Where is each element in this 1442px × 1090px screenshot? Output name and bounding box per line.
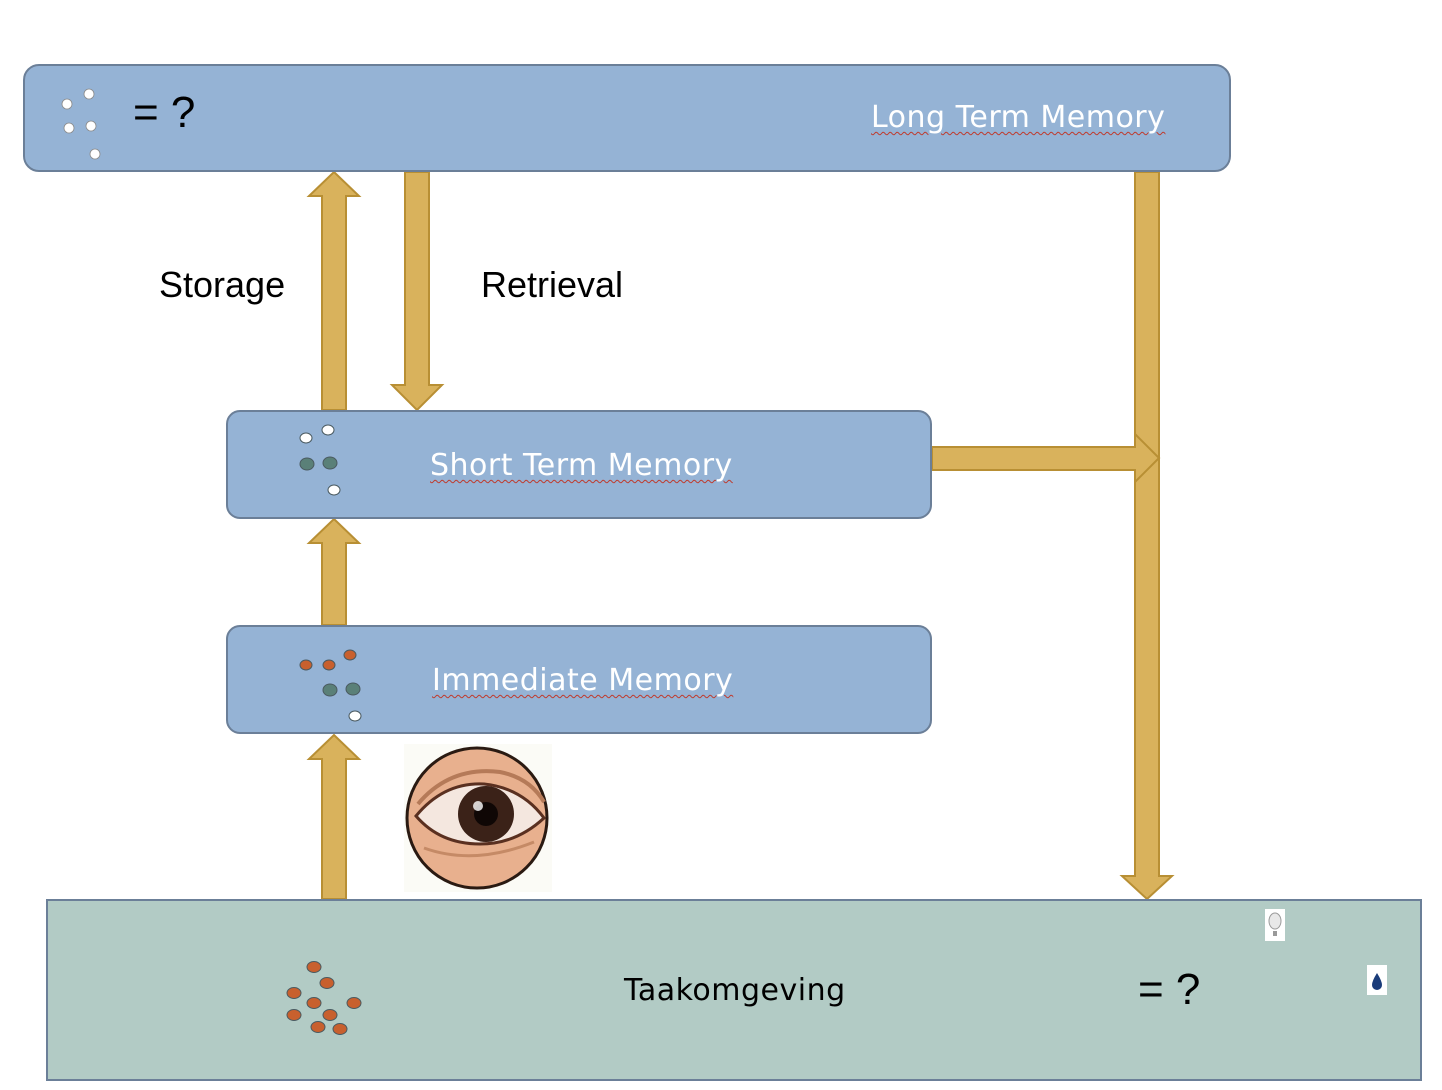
environment-equals-question: = ? [1138,965,1201,1014]
retrieval-arrow [389,171,445,412]
environment-to-immediate-arrow [306,733,362,900]
dot-cluster-icon [286,961,362,1035]
immediate-memory-box: Immediate Memory [226,625,932,734]
ink-drop-icon [1367,965,1387,995]
storage-arrow [306,170,362,411]
immediate-memory-label: Immediate Memory [432,663,734,698]
long-term-equals-question: = ? [133,88,196,137]
long-term-memory-box: = ? Long Term Memory [23,64,1231,172]
immediate-to-short-arrow [306,517,362,626]
long-term-memory-label: Long Term Memory [871,100,1166,135]
eye-icon [404,744,552,892]
dot-cluster-icon [299,649,362,722]
short-term-memory-label: Short Term Memory [430,448,733,483]
star-cluster-icon [61,88,101,160]
short-term-memory-box: Short Term Memory [226,410,932,519]
dot-cluster-icon [299,424,341,496]
retrieval-label: Retrieval [481,264,624,305]
storage-label: Storage [159,264,286,305]
light-bulb-icon [1265,909,1285,941]
short-term-to-right-arrow [931,431,1161,485]
task-environment-box: Taakomgeving = ? [46,899,1422,1081]
long-term-to-environment-arrow [1119,171,1175,901]
task-environment-label: Taakomgeving [624,973,846,1008]
